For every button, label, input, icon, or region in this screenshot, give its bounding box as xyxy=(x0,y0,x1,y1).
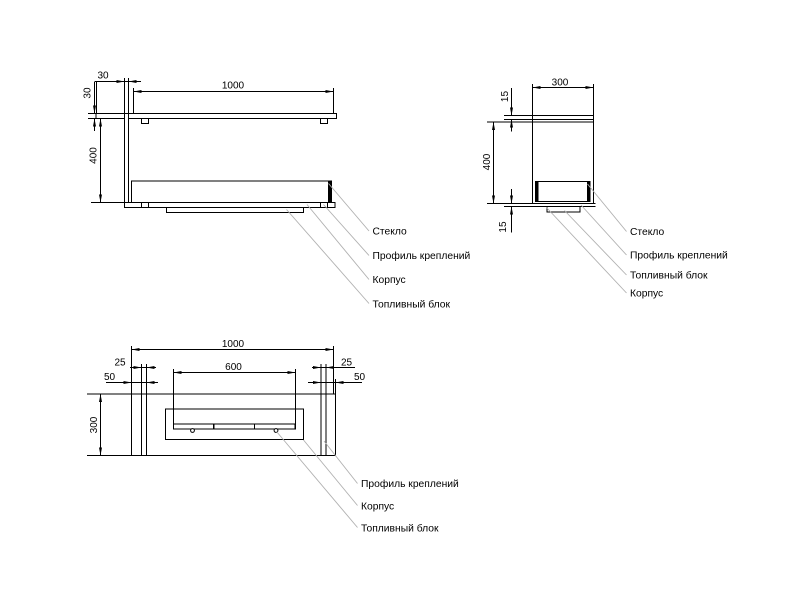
side-callout-glass: Стекло xyxy=(630,227,665,238)
top-dim-offset-left: 25 xyxy=(114,358,126,369)
front-callout-fuel: Топливный блок xyxy=(373,299,451,311)
top-dim-burner: 600 xyxy=(225,362,242,373)
front-bottom-plate xyxy=(123,201,336,209)
front-dim-width: 1000 xyxy=(222,81,245,92)
front-dim-wall: 30 xyxy=(97,71,109,82)
top-burner-hole xyxy=(190,428,195,433)
side-dim-glass-top: 15 xyxy=(500,91,511,103)
top-dim-offset-right: 25 xyxy=(341,358,353,369)
top-callout-body: Корпус xyxy=(361,502,394,513)
front-callout-body: Корпус xyxy=(373,275,406,286)
top-dim-depth: 300 xyxy=(89,416,100,433)
front-dim-height: 400 xyxy=(89,147,100,164)
side-fuel-block xyxy=(534,180,591,203)
front-glass-edge xyxy=(328,181,332,203)
side-glass-edge xyxy=(535,181,539,202)
front-callout-glass: Стекло xyxy=(373,227,408,238)
side-callout-fuel: Топливный блок xyxy=(630,270,708,282)
front-view: 30 30 400 1000 Стекло Профиль креплений … xyxy=(83,71,471,311)
side-dim-height: 400 xyxy=(482,153,493,170)
front-fuel-block xyxy=(130,180,333,204)
side-fuel-tray xyxy=(546,205,581,213)
side-glass-edge xyxy=(587,181,590,202)
front-clip xyxy=(140,117,150,125)
side-dim-bottom: 15 xyxy=(498,221,509,233)
front-callout-profile: Профиль креплений xyxy=(373,250,471,262)
top-burner-segment xyxy=(213,423,256,430)
top-dim-profile-right: 50 xyxy=(354,372,366,383)
side-callout-profile: Профиль креплений xyxy=(630,250,728,262)
side-view: 300 15 400 15 Стекло Профиль креплений Т… xyxy=(482,78,728,300)
front-fuel-tray xyxy=(165,206,305,214)
top-view: 1000 600 25 50 25 50 xyxy=(87,339,459,535)
top-burner-segment xyxy=(172,423,215,430)
top-callout-profile: Профиль креплений xyxy=(361,478,459,490)
top-callout-fuel: Топливный блок xyxy=(361,523,439,535)
front-clip xyxy=(140,201,150,209)
side-callout-body: Корпус xyxy=(630,289,663,300)
front-clip xyxy=(319,117,329,125)
front-left-wall xyxy=(123,112,130,209)
side-dim-depth: 300 xyxy=(552,78,569,89)
top-burner-segment xyxy=(253,423,296,430)
top-dim-width: 1000 xyxy=(222,339,245,350)
front-dim-shelf: 30 xyxy=(83,87,94,99)
front-top-shelf xyxy=(95,112,338,120)
top-dim-profile-left: 50 xyxy=(104,372,116,383)
